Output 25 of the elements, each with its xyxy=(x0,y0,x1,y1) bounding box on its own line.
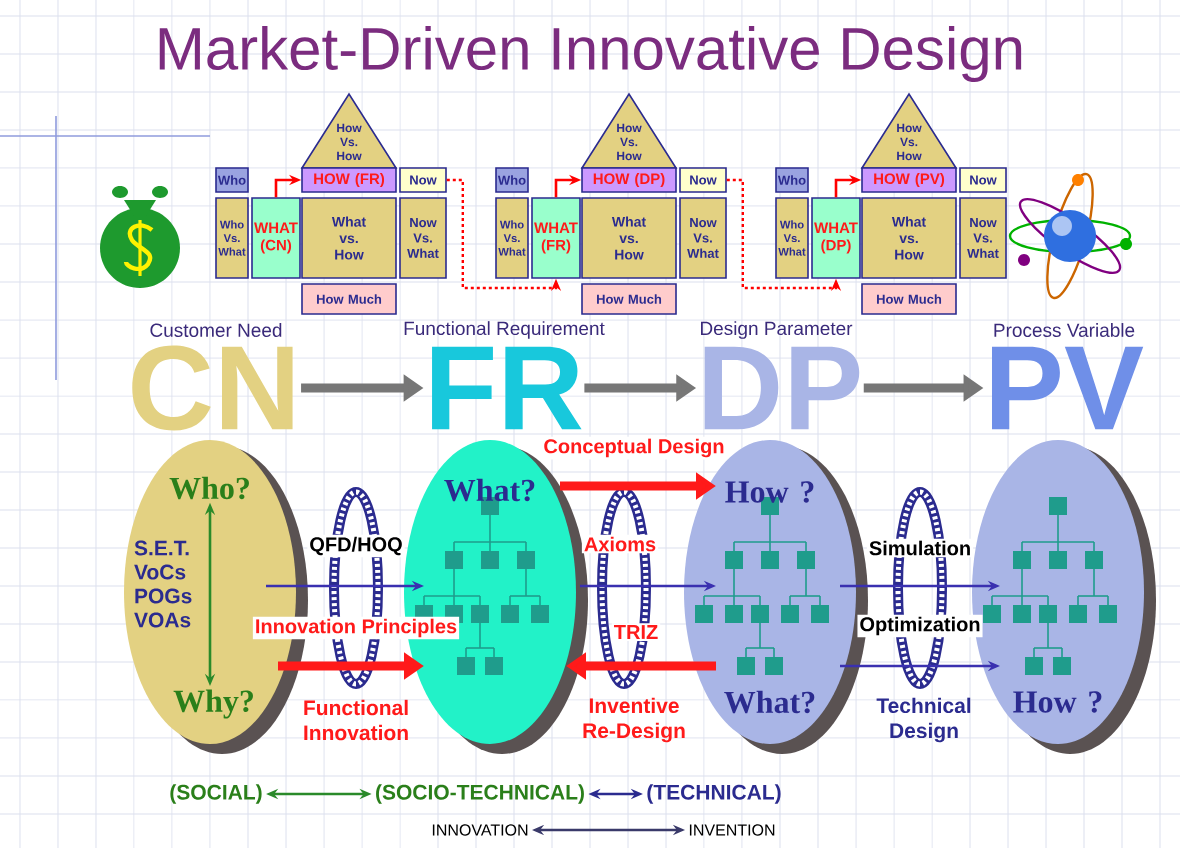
category-text: INNOVATION xyxy=(432,824,528,836)
big-letters: PV xyxy=(992,346,1144,430)
node-label: Customer Need xyxy=(150,323,282,337)
node-label: Functional Requirement xyxy=(404,321,605,339)
title: Market-Driven Innovative Design xyxy=(159,26,1022,82)
edge-label: Simulation xyxy=(866,538,974,558)
edge-label: Innovation Principles xyxy=(252,616,460,640)
text-label: Inventive Re-Design xyxy=(583,697,685,743)
category-text: INVENTION xyxy=(689,824,775,836)
edge-label: QFD/HOQ xyxy=(307,534,405,558)
edge-label: Axioms xyxy=(581,534,659,554)
big-letters: DP xyxy=(704,346,860,430)
edge-label: Optimization xyxy=(857,614,983,638)
category-text: (SOCIO-TECHNICAL) xyxy=(376,784,584,804)
question-word: Who? xyxy=(169,476,249,500)
big-letters: FR xyxy=(432,346,582,430)
question-word: Why? xyxy=(173,689,253,719)
category-text: (SOCIAL) xyxy=(170,784,262,804)
node-label: Design Parameter xyxy=(701,321,853,339)
edge-label: Conceptual Design xyxy=(541,436,727,460)
category-text: (TECHNICAL) xyxy=(647,784,781,804)
edge-label: TRIZ xyxy=(611,623,661,641)
node-label: Process Variable xyxy=(994,323,1135,337)
big-letters: CN xyxy=(132,345,293,431)
text-label: Technical Design xyxy=(876,697,971,743)
